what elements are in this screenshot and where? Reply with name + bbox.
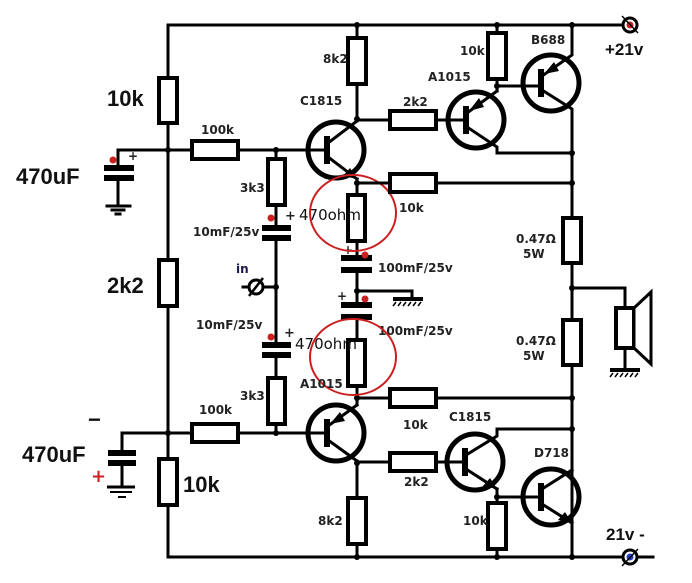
svg-text:100k: 100k: [201, 123, 235, 137]
resistor-pull-top: [486, 31, 508, 81]
svg-text:+: +: [284, 326, 295, 341]
resistor-output-top: [561, 216, 583, 265]
svg-text:5W: 5W: [523, 247, 545, 261]
svg-text:2k2: 2k2: [403, 95, 428, 109]
svg-text:3k3: 3k3: [240, 389, 265, 403]
resistor-3k3-top: [266, 157, 287, 207]
highlight-ring-top: [309, 174, 397, 252]
speaker-icon: [570, 286, 653, 378]
resistor-feedback-top: [388, 172, 438, 194]
svg-text:C1815: C1815: [300, 94, 342, 108]
resistor-coll-top: [346, 36, 368, 86]
highlight-ring-bot: [309, 318, 397, 396]
transistor-q2: [305, 402, 367, 464]
svg-text:+: +: [285, 209, 296, 224]
label-r-emit-top: 470ohm: [299, 206, 361, 224]
svg-text:10mF/25v: 10mF/25v: [193, 225, 259, 239]
bias-divider: [157, 23, 179, 559]
label-c-filter-top: 470uF: [16, 164, 80, 189]
svg-text:8k2: 8k2: [318, 514, 343, 528]
svg-text:10mF/25v: 10mF/25v: [196, 318, 262, 332]
label-c-filter-bot-minus: −: [88, 407, 101, 432]
svg-text:B688: B688: [531, 33, 565, 47]
svg-text:10k: 10k: [399, 201, 425, 215]
resistor-bias-top: [157, 76, 179, 125]
label-positive-supply: +21v: [605, 40, 644, 59]
resistor-feedback-bot: [388, 387, 438, 409]
svg-text:10k: 10k: [460, 44, 486, 58]
svg-text:C1815: C1815: [449, 410, 491, 424]
resistor-base-top: [190, 139, 240, 161]
svg-text:100mF/25v: 100mF/25v: [378, 261, 453, 275]
svg-text:0.47Ω: 0.47Ω: [516, 334, 556, 348]
svg-text:3k3: 3k3: [240, 181, 265, 195]
resistor-driver-top: [388, 109, 438, 131]
transistor-q1: [305, 118, 367, 182]
label-c-filter-bot: 470uF: [22, 442, 86, 467]
resistor-3k3-bot: [266, 376, 287, 426]
ground-icon: [107, 485, 135, 498]
transistor-q3: [445, 88, 574, 155]
resistor-base-bot: [190, 422, 240, 444]
svg-text:+: +: [128, 149, 138, 163]
ground-icon: [392, 297, 423, 307]
svg-text:10k: 10k: [403, 418, 429, 432]
label-r-bias-top: 10k: [107, 86, 144, 111]
label-negative-supply: 21v -: [606, 525, 645, 544]
svg-text:A1015: A1015: [428, 70, 471, 84]
svg-text:5W: 5W: [523, 349, 545, 363]
svg-text:A1015: A1015: [300, 377, 343, 391]
resistor-bias-bot: [157, 457, 179, 507]
resistor-bias-mid: [157, 258, 179, 308]
resistor-output-bot: [561, 318, 583, 367]
svg-text:8k2: 8k2: [323, 52, 348, 66]
svg-text:100k: 100k: [199, 403, 233, 417]
svg-text:0.47Ω: 0.47Ω: [516, 232, 556, 246]
label-c-filter-bot-plus: +: [91, 466, 106, 487]
transistor-q6: [520, 466, 582, 528]
positive-supply-terminal[interactable]: [621, 15, 639, 34]
transistor-q4: [444, 427, 574, 502]
svg-text:D718: D718: [534, 446, 569, 460]
ground-icon: [105, 204, 132, 216]
filter-cap-bot: [107, 431, 170, 498]
label-r-bias-bot: 10k: [183, 472, 220, 497]
resistor-coll-bot: [346, 496, 368, 546]
svg-text:2k2: 2k2: [404, 475, 429, 489]
label-r-emit-bot: 470ohm: [295, 335, 357, 353]
svg-text:10k: 10k: [463, 514, 489, 528]
transistor-q5: [520, 23, 582, 220]
filter-cap-top: [104, 148, 170, 216]
label-input: in: [236, 262, 249, 276]
label-r-bias-mid: 2k2: [107, 273, 144, 298]
resistor-pull-bot: [486, 501, 508, 551]
svg-text:+: +: [337, 289, 347, 303]
svg-text:100mF/25v: 100mF/25v: [378, 324, 453, 338]
resistor-driver-bot: [388, 451, 438, 473]
input-terminal[interactable]: [241, 277, 279, 297]
negative-supply-terminal[interactable]: [618, 548, 655, 567]
